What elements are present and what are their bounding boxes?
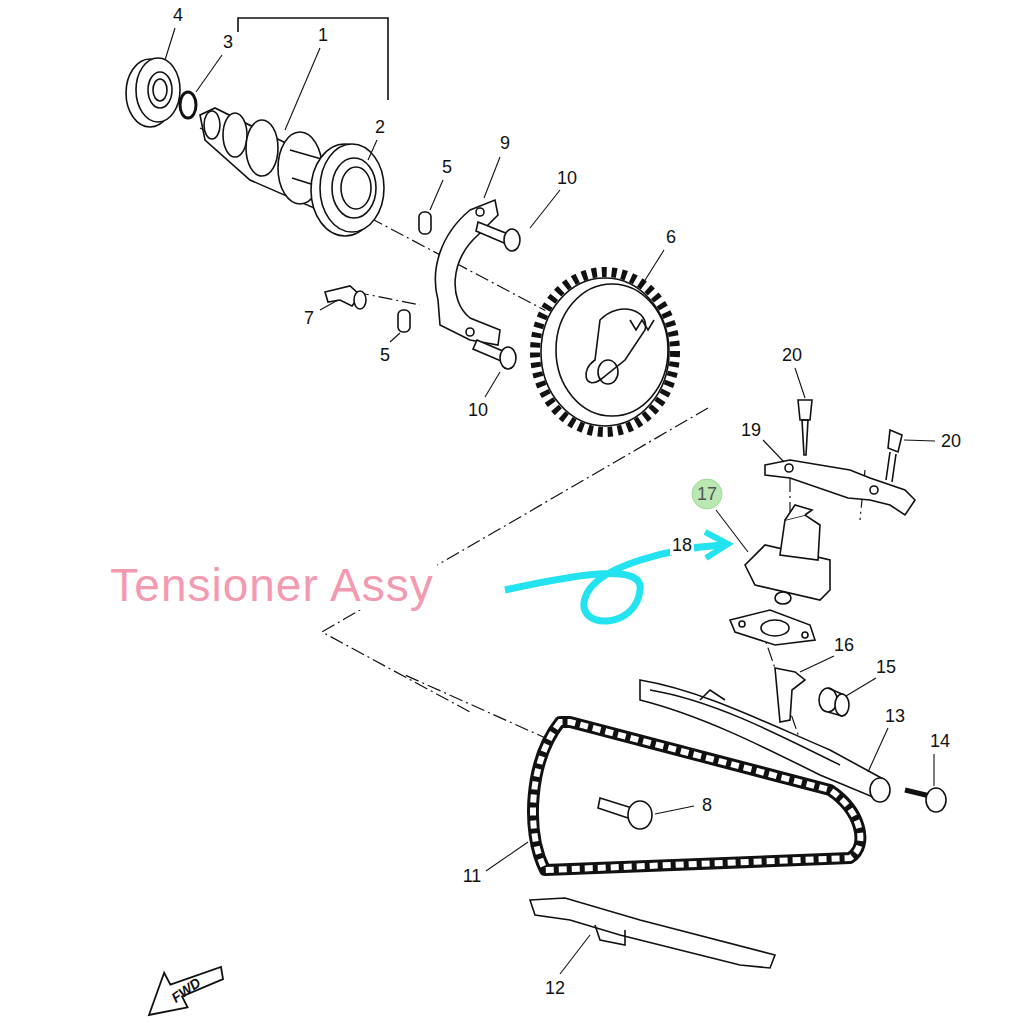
callout-number: 10	[466, 400, 490, 420]
callout-number: 4	[171, 5, 185, 25]
callout-number: 5	[440, 157, 454, 177]
callout-number: 18	[670, 535, 694, 555]
callout-number: 20	[780, 345, 804, 365]
callout-number: 15	[874, 657, 898, 677]
callout-number: 11	[461, 866, 484, 886]
callout-number: 2	[373, 117, 387, 137]
annotation-text: Tensioner Assy	[106, 560, 437, 610]
direction-text: FWD	[169, 975, 203, 1005]
callout-number: 6	[664, 227, 678, 247]
callout-number: 19	[739, 420, 763, 440]
callout-number: 16	[832, 635, 856, 655]
callout-number: 10	[555, 168, 579, 188]
callout-number: 14	[928, 731, 952, 751]
callout-number: 9	[498, 133, 512, 153]
callout-number: 17	[697, 485, 717, 503]
callout-number: 1	[316, 25, 330, 45]
callout-number: 3	[221, 32, 235, 52]
highlight-circle: 17	[691, 478, 723, 510]
callout-number: 13	[883, 706, 907, 726]
callout-number: 7	[302, 308, 316, 328]
direction-arrow: FWD	[147, 963, 225, 1017]
callout-number: 12	[543, 978, 567, 998]
callout-number: 20	[939, 431, 963, 451]
callout-number: 8	[700, 795, 714, 815]
callout-number: 5	[378, 345, 392, 365]
